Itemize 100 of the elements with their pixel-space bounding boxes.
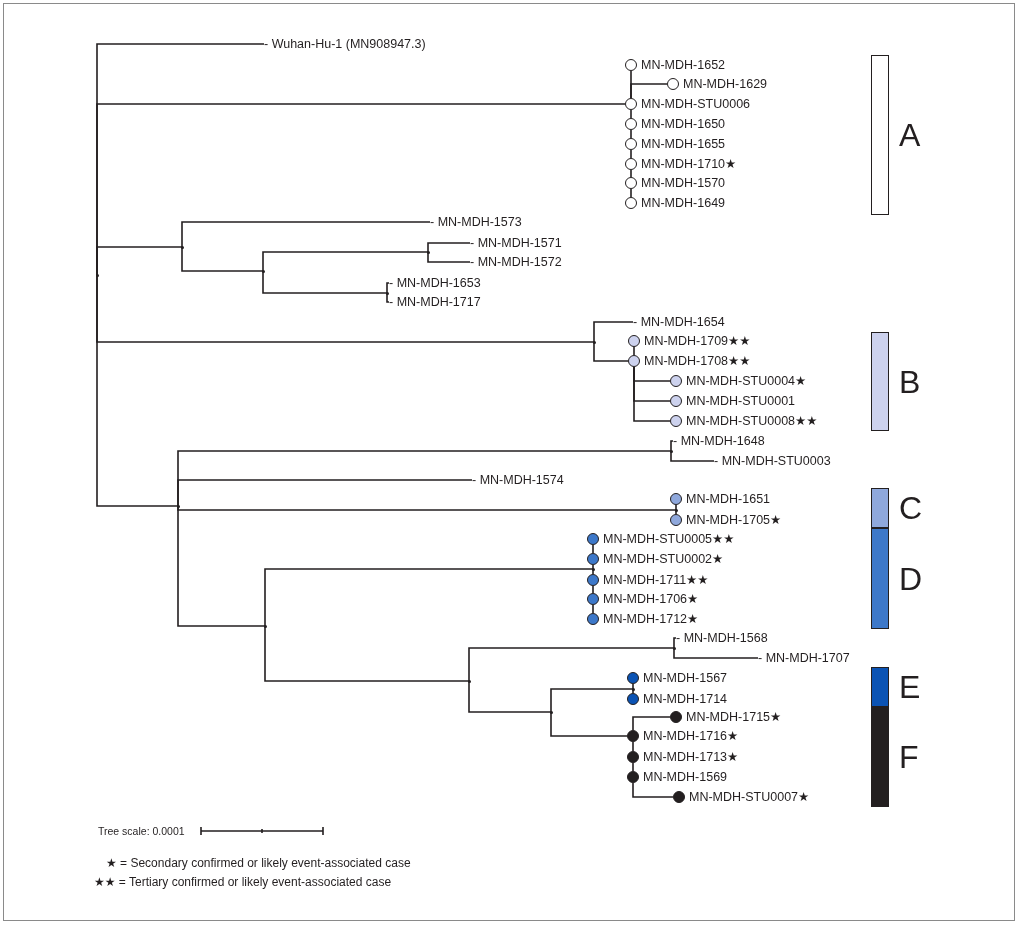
tree-branch	[632, 716, 671, 731]
tree-branch	[632, 762, 634, 772]
sample-label: MN-MDH-1714	[643, 692, 728, 706]
sample-label: - MN-MDH-1717	[389, 295, 481, 309]
sample-label: MN-MDH-STU0005★★	[603, 532, 735, 546]
branch-point	[467, 679, 471, 683]
tree-branch	[264, 568, 594, 627]
tree-branch	[181, 246, 264, 272]
sample-label: MN-MDH-1709★★	[644, 334, 751, 348]
tree-branch	[593, 321, 634, 343]
branch-point	[669, 449, 673, 453]
sample-label: - MN-MDH-1574	[472, 473, 564, 487]
branch-point	[180, 245, 184, 249]
tree-branch	[675, 509, 677, 515]
sample-label: MN-MDH-1651	[686, 492, 771, 506]
tree-branch	[673, 637, 677, 649]
tree-branch	[181, 221, 431, 248]
branch-point	[261, 269, 265, 273]
sample-label: MN-MDH-1705★	[686, 513, 782, 527]
sample-label: - MN-MDH-1572	[470, 255, 562, 269]
tree-branch	[96, 246, 183, 276]
tree-branch	[630, 149, 632, 159]
sample-label: MN-MDH-1716★	[643, 729, 739, 743]
tree-branch	[632, 688, 634, 694]
branch-point	[426, 250, 430, 254]
branch-point	[674, 508, 678, 512]
tree-branch	[427, 251, 471, 263]
sample-label: MN-MDH-STU0008★★	[686, 414, 818, 428]
tree-branch	[633, 346, 635, 356]
sample-label: MN-MDH-STU0002★	[603, 552, 724, 566]
sample-label: - MN-MDH-1568	[676, 631, 768, 645]
sample-label: MN-MDH-1713★	[643, 750, 739, 764]
sample-label: MN-MDH-1708★★	[644, 354, 751, 368]
sample-label: MN-MDH-STU0004★	[686, 374, 807, 388]
sample-label: - MN-MDH-1648	[673, 434, 765, 448]
branch-point	[263, 624, 267, 628]
tree-branch	[630, 169, 632, 178]
legend-note: ★ = Secondary confirmed or likely event-associated case	[106, 856, 411, 870]
sample-label: MN-MDH-1650	[641, 117, 726, 131]
tree-branch	[630, 109, 632, 119]
tree-branch	[177, 505, 266, 627]
sample-label: MN-MDH-STU0007★	[689, 790, 810, 804]
sample-label: MN-MDH-1567	[643, 671, 728, 685]
scale-label: Tree scale: 0.0001	[98, 824, 185, 838]
sample-label: - MN-MDH-1653	[389, 276, 481, 290]
clade-letter: A	[899, 119, 921, 151]
sample-label: MN-MDH-1569	[643, 770, 728, 784]
tree-branch	[262, 251, 429, 272]
tree-branch	[468, 647, 675, 682]
sample-label: MN-MDH-1706★	[603, 592, 699, 606]
tree-branch	[96, 274, 179, 507]
sample-label: - MN-MDH-1654	[633, 315, 725, 329]
branch-point	[549, 710, 553, 714]
tree-branch	[670, 450, 715, 462]
branch-point	[631, 687, 635, 691]
sample-label: - MN-MDH-STU0003	[714, 454, 831, 468]
sample-label: - Wuhan-Hu-1 (MN908947.3)	[264, 37, 426, 51]
tree-branch	[468, 680, 552, 713]
tree-branch	[630, 129, 632, 139]
branch-point	[385, 291, 389, 295]
tree-branch	[550, 711, 628, 737]
sample-label: MN-MDH-1655	[641, 137, 726, 151]
tree-branch	[592, 564, 594, 570]
sample-label: MN-MDH-STU0001	[686, 394, 796, 408]
tree-branch	[632, 741, 634, 752]
tree-branch	[592, 568, 594, 575]
tree-branch	[386, 282, 390, 294]
clade-letter: F	[899, 741, 919, 773]
tree-branch	[550, 688, 634, 713]
tree-branch	[427, 242, 471, 253]
tree-branch	[386, 292, 390, 303]
sample-label: MN-MDH-1715★	[686, 710, 782, 724]
branch-point	[591, 567, 595, 571]
sample-label: MN-MDH-1570	[641, 176, 726, 190]
tree-branch	[633, 366, 671, 422]
tree-branch	[673, 647, 759, 659]
sample-label: MN-MDH-1652	[641, 58, 726, 72]
clade-letter: B	[899, 365, 921, 398]
sample-label: MN-MDH-1711★★	[603, 573, 709, 587]
sample-label: MN-MDH-STU0006	[641, 97, 751, 111]
tree-branch	[262, 270, 388, 294]
tree-branch	[670, 440, 674, 452]
tree-branch	[264, 625, 470, 682]
sample-label: - MN-MDH-1707	[758, 651, 850, 665]
sample-label: MN-MDH-1712★	[603, 612, 699, 626]
branch-point	[176, 504, 180, 508]
tree-branch	[630, 188, 632, 198]
clade-letter: D	[899, 562, 923, 595]
sample-label: MN-MDH-1629	[683, 77, 768, 91]
sample-label: MN-MDH-1649	[641, 196, 726, 210]
sample-label: MN-MDH-1710★	[641, 157, 737, 171]
tree-branch	[177, 479, 473, 507]
tree-branch	[630, 83, 668, 99]
tree-branch	[632, 683, 634, 690]
legend-note: ★★ = Tertiary confirmed or likely event-associated case	[94, 875, 392, 889]
sample-label: - MN-MDH-1571	[470, 236, 562, 250]
clade-letter: C	[899, 492, 923, 524]
branch-point	[672, 646, 676, 650]
branch-point	[592, 340, 596, 344]
tree-branch	[592, 604, 594, 614]
